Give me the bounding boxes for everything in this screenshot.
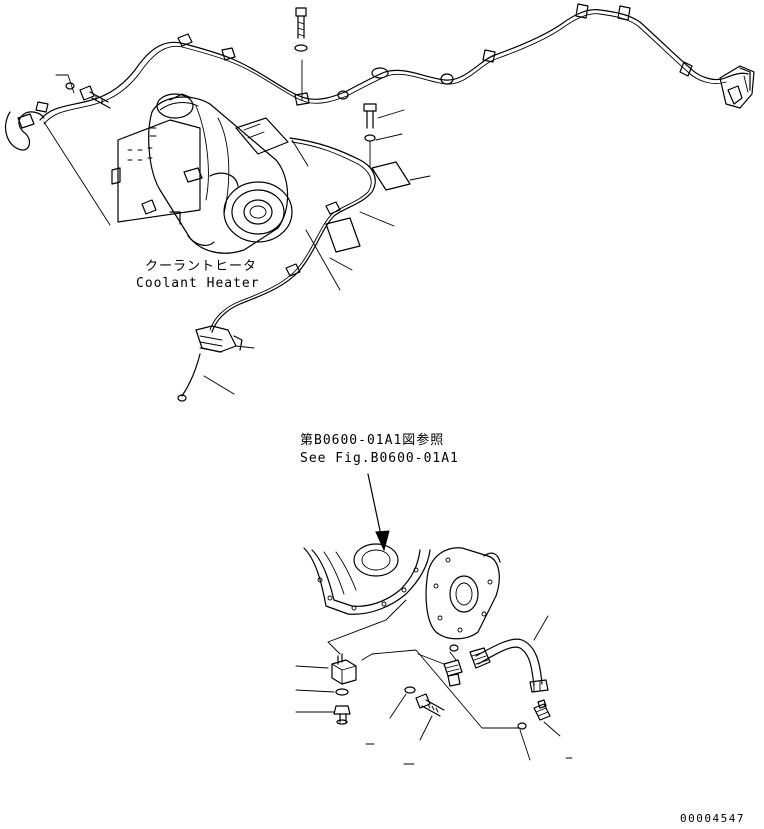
washer-top (294, 44, 308, 52)
sensor-bolt (333, 705, 351, 725)
lower-connector (177, 325, 243, 402)
leader-adapter (543, 721, 561, 737)
sensor-block (331, 653, 357, 685)
wire-harness-upper (39, 9, 749, 121)
lower-assembly (295, 543, 573, 765)
callout-leaders-upper (203, 109, 431, 395)
bolt-left (79, 85, 111, 109)
reference-arrow-head (375, 530, 390, 552)
bolt-top (295, 7, 307, 39)
bolt-mid (363, 103, 377, 129)
coolant-heater-assembly: クーラントヒータ Coolant Heater (5, 3, 755, 402)
washer-left (65, 82, 75, 90)
harness-connector-right (719, 65, 755, 109)
washer-mid (364, 134, 376, 142)
leader-o-ring-adapter (519, 729, 531, 761)
leader-plug-frame (43, 121, 111, 226)
drawing-number: 00004547 (680, 812, 745, 825)
leader-elbow (417, 653, 445, 665)
o-ring-plate (449, 644, 459, 652)
leader-washer-drain (389, 693, 407, 719)
figure-reference: 第B0600-01A1図参照 See Fig.B0600-01A1 (300, 432, 459, 552)
o-ring-adapter (517, 722, 527, 730)
harness-plug-left (5, 101, 49, 151)
cover-plate (425, 547, 501, 640)
wire-harness-upper-inner (43, 13, 727, 125)
sensor-wire-route (327, 599, 521, 729)
washer-sensor (335, 688, 349, 696)
coolant-heater-body (111, 93, 293, 254)
leader-hose (533, 615, 549, 641)
callout-leaders-lower (295, 665, 573, 765)
coolant-heater-label-en: Coolant Heater (136, 276, 260, 291)
drain-bolt (415, 693, 445, 717)
heater-lead-wire (211, 137, 376, 333)
lead-clamps (285, 161, 411, 291)
harness-clips (177, 3, 693, 106)
elbow-fitting (443, 659, 463, 687)
hose (469, 638, 549, 693)
flywheel-housing (303, 543, 431, 615)
leader-drain-bolt (419, 715, 433, 741)
see-fig-label-en: See Fig.B0600-01A1 (300, 451, 459, 466)
leader-left (55, 74, 75, 94)
adapter-fitting (533, 699, 551, 721)
washer-drain (404, 686, 416, 694)
reference-arrow-shaft (367, 473, 383, 541)
coolant-heater-label-jp: クーラントヒータ (145, 259, 257, 274)
leader-o-ring-plate (449, 651, 457, 661)
see-fig-label-jp: 第B0600-01A1図参照 (300, 432, 444, 448)
